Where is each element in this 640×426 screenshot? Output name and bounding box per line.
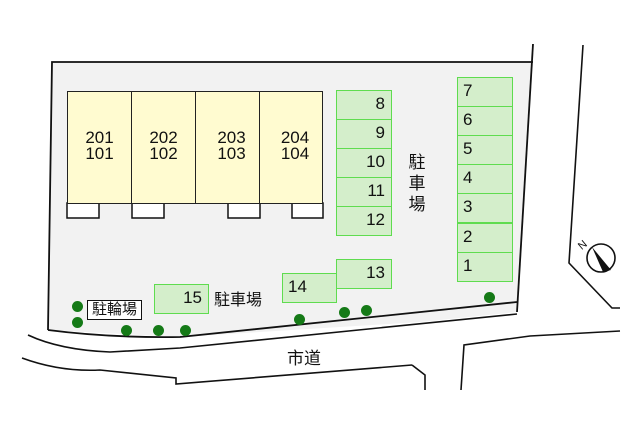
road-label: 市道	[287, 349, 321, 368]
parking-slot-5[interactable]: 5	[457, 135, 513, 165]
parking-slot-12[interactable]: 12	[336, 206, 392, 236]
unit-upper-number: 201	[85, 128, 114, 147]
parking-slot-11[interactable]: 11	[336, 177, 392, 207]
tree-icon	[339, 307, 350, 318]
tree-icon	[484, 292, 495, 303]
label-char: 場	[408, 195, 426, 214]
parking-label-vertical: 駐 車 場	[407, 152, 427, 215]
tree-icon	[180, 325, 191, 336]
tree-icon	[72, 317, 83, 328]
parking-slot-13[interactable]: 13	[336, 259, 392, 289]
unit-upper-number: 203	[217, 128, 246, 147]
parking-slot-1[interactable]: 1	[457, 252, 513, 282]
parking-slot-15[interactable]: 15	[154, 284, 209, 314]
parking-slot-4[interactable]: 4	[457, 164, 513, 194]
compass-label: N	[576, 238, 590, 252]
parking-slot-8[interactable]: 8	[336, 90, 392, 120]
parking-label-horizontal: 駐車場	[214, 292, 263, 309]
unit-upper-number: 202	[149, 128, 178, 147]
parking-slot-6[interactable]: 6	[457, 106, 513, 136]
parking-slot-10[interactable]: 10	[336, 148, 392, 178]
tree-icon	[153, 325, 164, 336]
parking-slot-7[interactable]: 7	[457, 77, 513, 107]
label-char: 車	[408, 174, 426, 193]
unit-lower-number: 104	[280, 144, 310, 163]
parking-slot-14[interactable]: 14	[282, 273, 337, 303]
tree-icon	[361, 305, 372, 316]
bicycle-parking-label: 駐輪場	[87, 300, 143, 320]
tree-icon	[72, 301, 83, 312]
parking-slot-2[interactable]: 2	[457, 223, 513, 253]
tree-icon	[121, 325, 132, 336]
unit-lower-number: 102	[149, 144, 178, 163]
unit-lower-number: 101	[85, 144, 114, 163]
unit-upper-number: 204	[280, 128, 310, 147]
compass-north-icon: N	[576, 238, 616, 273]
label-char: 駐	[408, 153, 426, 172]
tree-icon	[294, 314, 305, 325]
parking-slot-3[interactable]: 3	[457, 193, 513, 223]
parking-slot-9[interactable]: 9	[336, 119, 392, 149]
unit-lower-number: 103	[217, 144, 246, 163]
